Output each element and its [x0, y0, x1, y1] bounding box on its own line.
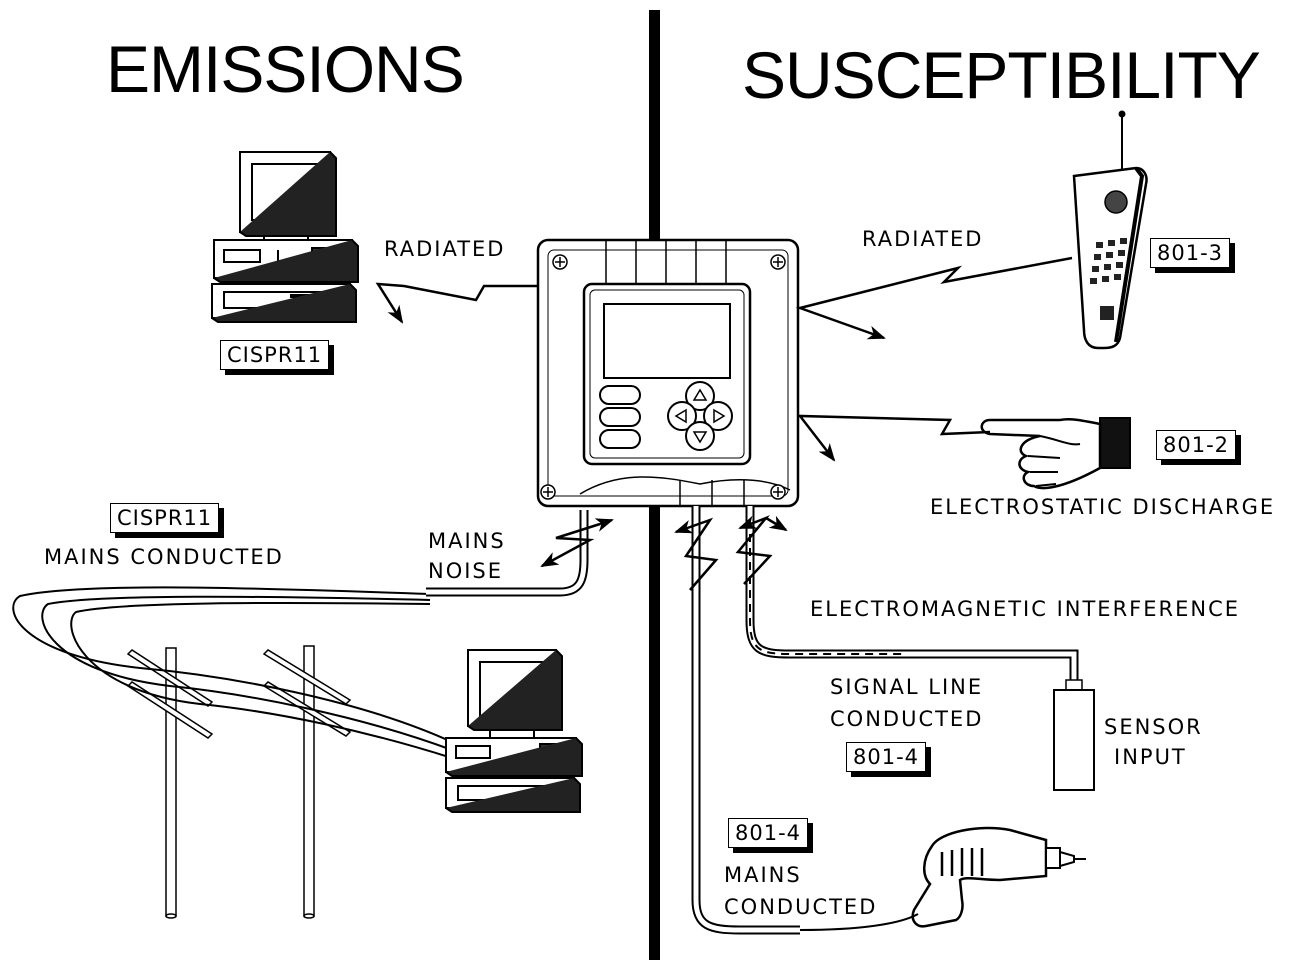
emi-arrow-right — [735, 515, 773, 585]
esd-label: ELECTROSTATIC DISCHARGE — [930, 495, 1276, 519]
emissions-heading: EMISSIONS — [106, 32, 465, 106]
signal-line-standard-tag: 801-4 — [846, 742, 927, 772]
esd-arrow — [797, 414, 991, 462]
computer-icon-bottom — [445, 649, 583, 813]
emissions-radiated-standard-tag: CISPR11 — [220, 340, 330, 370]
susceptibility-mains-label-line1: MAINS — [724, 863, 802, 887]
radiated-susceptibility-arrow — [795, 256, 1073, 340]
computer-icon-top — [211, 151, 359, 323]
susceptibility-heading: SUSCEPTIBILITY — [742, 38, 1261, 112]
susceptibility-radiated-label: RADIATED — [862, 227, 984, 251]
mains-noise-label-line1: MAINS — [428, 529, 506, 553]
emi-label: ELECTROMAGNETIC INTERFERENCE — [810, 597, 1241, 621]
radiated-emission-arrow — [375, 282, 540, 324]
mains-cable-right — [691, 506, 800, 935]
esd-standard-tag: 801-2 — [1156, 430, 1237, 460]
pointing-hand-icon — [980, 417, 1131, 490]
sensor-icon — [1053, 679, 1095, 791]
susceptibility-radiated-standard-tag: 801-3 — [1150, 238, 1231, 268]
signal-line-label-line2: CONDUCTED — [830, 707, 984, 731]
signal-line-label-line1: SIGNAL LINE — [830, 675, 984, 699]
mains-noise-label-line2: NOISE — [428, 559, 504, 583]
mains-noise-arrow — [540, 522, 601, 568]
emissions-mains-conducted-label: MAINS CONDUCTED — [44, 545, 284, 569]
power-drill-icon — [799, 826, 1086, 931]
susceptibility-mains-standard-tag: 801-4 — [728, 818, 809, 848]
signal-cable — [745, 506, 1079, 690]
power-line-icon — [12, 586, 453, 919]
emissions-radiated-label: RADIATED — [384, 237, 506, 261]
susceptibility-mains-label-line2: CONDUCTED — [724, 895, 878, 919]
sensor-input-label-line2: INPUT — [1114, 745, 1187, 769]
instrument-enclosure — [536, 238, 800, 508]
emissions-mains-standard-tag: CISPR11 — [110, 503, 220, 533]
sensor-input-label-line1: SENSOR — [1104, 715, 1203, 739]
emi-arrow-left — [674, 517, 719, 591]
mobile-phone-icon — [1072, 110, 1148, 350]
